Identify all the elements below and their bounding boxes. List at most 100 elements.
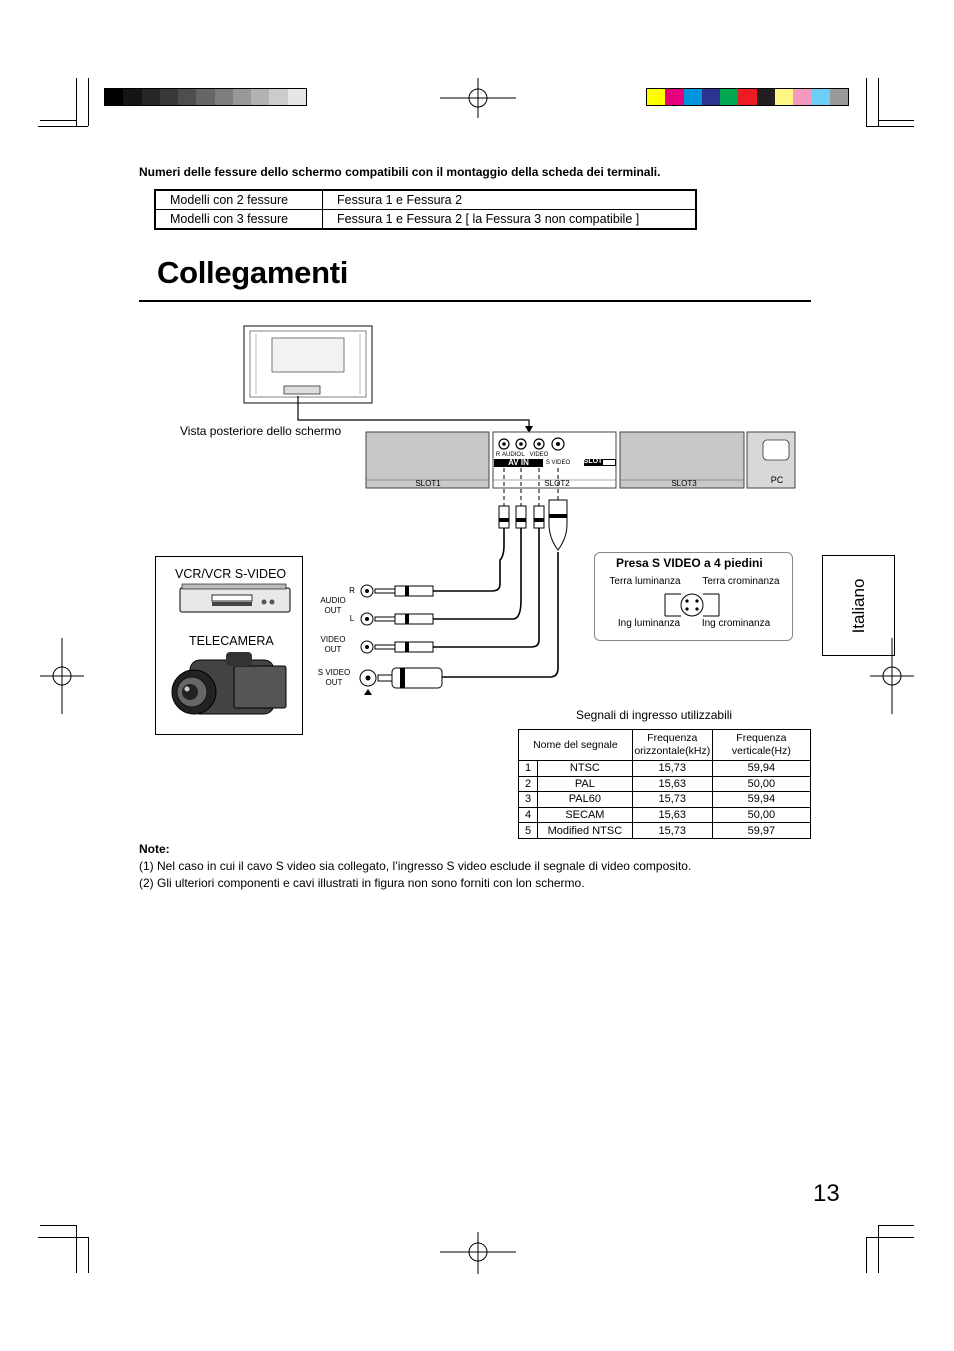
color-swatch	[178, 89, 197, 105]
terra-crominanza-label: Terra crominanza	[702, 576, 780, 587]
slots-heading: Numeri delle fessure dello schermo compa…	[139, 165, 661, 179]
slots-cell: Fessura 1 e Fessura 2 [ la Fessura 3 non…	[322, 209, 697, 230]
color-swatch	[105, 89, 124, 105]
signal-name: SECAM	[537, 806, 633, 824]
header-signal-name: Nome del segnale	[518, 729, 633, 761]
header-h-freq: Frequenza orizzontale(kHz)	[631, 729, 713, 761]
row-index: 4	[518, 806, 538, 824]
table-row: 2 PAL 15,63 50,00	[518, 775, 812, 793]
slot1-label: SLOT1	[415, 479, 441, 488]
color-swatch	[159, 89, 179, 105]
camcorder-icon	[171, 652, 287, 715]
v-freq: 50,00	[711, 775, 812, 793]
table-row: Modelli con 2 fessure Fessura 1 e Fessur…	[154, 189, 697, 210]
color-swatch	[829, 89, 848, 105]
table-header-row: Nome del segnale Frequenza orizzontale(k…	[518, 729, 812, 761]
color-swatch	[232, 89, 252, 105]
source-devices-box	[155, 556, 303, 735]
slot2-label: SLOT2	[544, 479, 570, 488]
color-swatch	[196, 89, 215, 105]
color-swatch	[774, 89, 794, 105]
v-freq: 59,97	[711, 822, 812, 839]
h-freq: 15,63	[631, 806, 713, 824]
output-connectors	[359, 584, 443, 695]
row-index: 1	[518, 760, 538, 777]
vcr-icon	[179, 583, 291, 613]
color-swatch	[756, 89, 775, 105]
slots-table: Modelli con 2 fessure Fessura 1 e Fessur…	[154, 189, 697, 230]
slot-badge: SLOT	[583, 458, 603, 465]
registration-mark-right	[870, 638, 914, 714]
color-swatch	[269, 89, 288, 105]
v-freq: 59,94	[711, 791, 812, 808]
color-swatch	[720, 89, 739, 105]
table-row: 1 NTSC 15,73 59,94	[518, 760, 812, 777]
svideo-out-label: S VIDEO OUT	[317, 668, 351, 687]
video-out-label: VIDEO OUT	[320, 635, 346, 654]
notes-section: Note: (1) Nel caso in cui il cavo S vide…	[139, 841, 691, 892]
h-freq: 15,63	[631, 775, 713, 793]
panel-r-label: R	[495, 452, 501, 458]
color-swatch	[738, 89, 757, 105]
audio-out-label: AUDIO OUT	[320, 596, 346, 615]
table-row: Modelli con 3 fessure Fessura 1 e Fessur…	[154, 209, 697, 230]
terra-luminanza-label: Terra luminanza	[609, 576, 681, 587]
notes-heading: Note:	[139, 842, 170, 856]
out-r-label: R	[349, 586, 355, 595]
model-cell: Modelli con 2 fessure	[154, 189, 323, 210]
row-index: 3	[518, 791, 538, 808]
h-freq: 15,73	[631, 822, 713, 839]
panel-l-label: L	[521, 452, 525, 458]
panel-video-label: VIDEO	[529, 452, 549, 458]
rear-view-label: Vista posteriore dello schermo	[180, 424, 342, 438]
color-swatch	[251, 89, 270, 105]
color-swatch	[683, 89, 702, 105]
signal-name: PAL60	[537, 791, 633, 808]
screen-rear-view-icon	[243, 325, 373, 404]
ing-crominanza-label: Ing crominanza	[701, 618, 771, 629]
row-index: 2	[518, 775, 538, 793]
row-index: 5	[518, 822, 538, 839]
page-number: 13	[813, 1180, 840, 1207]
svideo-pin-box	[594, 552, 793, 641]
av-in-label: AV IN	[508, 458, 529, 467]
color-swatch	[793, 89, 812, 105]
connection-diagram	[171, 325, 796, 715]
signals-table: Nome del segnale Frequenza orizzontale(k…	[518, 729, 812, 839]
v-freq: 50,00	[711, 806, 812, 824]
header-v-freq: Frequenza verticale(Hz)	[711, 729, 812, 761]
color-swatch	[701, 89, 721, 105]
page-title: Collegamenti	[157, 255, 349, 290]
registration-mark-bottom	[440, 1232, 516, 1274]
registration-mark-left	[40, 638, 84, 714]
signal-name: Modified NTSC	[537, 822, 633, 839]
language-tab: Italiano	[822, 555, 895, 656]
table-row: 3 PAL60 15,73 59,94	[518, 791, 812, 808]
svideo-pin-icon	[664, 593, 720, 617]
color-swatch	[214, 89, 233, 105]
color-swatch	[287, 89, 306, 105]
color-swatch	[123, 89, 142, 105]
color-bar	[646, 88, 849, 106]
color-swatch	[811, 89, 830, 105]
out-l-label: L	[349, 614, 355, 623]
signals-caption: Segnali di ingresso utilizzabili	[576, 708, 733, 722]
ing-luminanza-label: Ing luminanza	[617, 618, 681, 629]
signal-name: PAL	[537, 775, 633, 793]
registration-mark-top	[440, 78, 516, 118]
color-swatch	[665, 89, 684, 105]
grayscale-bar	[104, 88, 307, 106]
h-freq: 15,73	[631, 791, 713, 808]
title-divider	[139, 300, 811, 302]
table-row: 4 SECAM 15,63 50,00	[518, 806, 812, 824]
v-freq: 59,94	[711, 760, 812, 777]
color-swatch	[141, 89, 160, 105]
vcr-label: VCR/VCR S-VIDEO	[175, 567, 287, 581]
pc-label: PC	[770, 475, 784, 485]
table-row: 5 Modified NTSC 15,73 59,97	[518, 822, 812, 839]
svideo-box-title: Presa S VIDEO a 4 piedini	[616, 556, 763, 570]
note-item: (2) Gli ulteriori componenti e cavi illu…	[139, 876, 585, 890]
signal-name: NTSC	[537, 760, 633, 777]
note-item: (1) Nel caso in cui il cavo S video sia …	[139, 859, 692, 873]
h-freq: 15,73	[631, 760, 713, 777]
